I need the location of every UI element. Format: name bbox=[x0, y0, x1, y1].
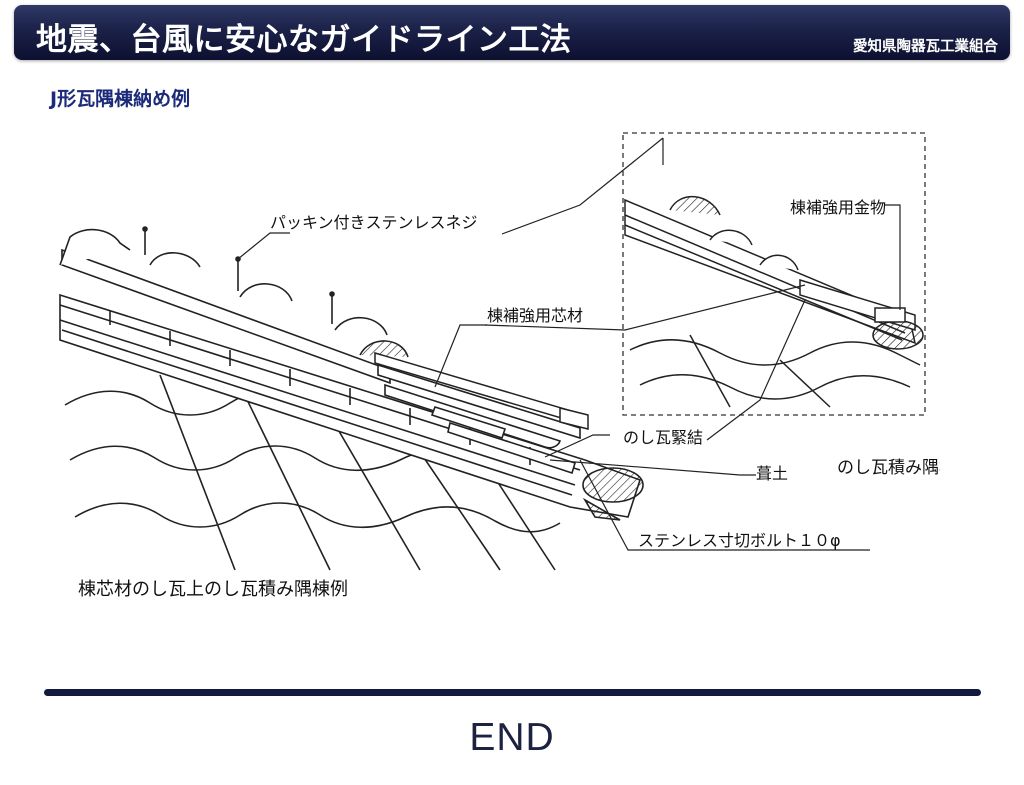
packing-screws bbox=[142, 226, 335, 324]
label-ridge-core: 棟補強用芯材 bbox=[487, 306, 583, 325]
ridge-core-rod bbox=[374, 351, 589, 430]
inset-detail-box bbox=[622, 132, 926, 416]
label-core-example: 棟芯材のし瓦上のし瓦積み隅棟例 bbox=[78, 579, 348, 600]
label-mortar: 葺土 bbox=[756, 464, 788, 483]
label-packing-screw: パッキン付きステンレスネジ bbox=[270, 213, 478, 232]
leader-lines bbox=[237, 137, 901, 551]
end-label: END bbox=[469, 716, 555, 759]
inset-detail-drawing bbox=[624, 195, 924, 408]
label-noshi-example: のし瓦積み隅棟例 bbox=[837, 458, 940, 478]
section-subtitle: J形瓦隅棟納め例 bbox=[50, 88, 191, 110]
organization-name: 愛知県陶器瓦工業組合 bbox=[853, 39, 998, 55]
footer-divider bbox=[44, 689, 981, 696]
roof-ridge-diagram: パッキン付きステンレスネジ 棟補強用芯材 のし瓦緊結 葺土 ステンレス寸切ボルト… bbox=[59, 132, 940, 600]
header-banner: 地震、台風に安心なガイドライン工法 愛知県陶器瓦工業組合 bbox=[14, 5, 1010, 60]
page-title: 地震、台風に安心なガイドライン工法 bbox=[36, 22, 572, 58]
label-metal-fitting: 棟補強用金物 bbox=[790, 198, 886, 217]
main-ridge bbox=[59, 293, 644, 521]
label-noshi-binding: のし瓦緊結 bbox=[623, 428, 703, 447]
ridge-cap-tiles bbox=[59, 228, 581, 475]
label-bolt: ステンレス寸切ボルト１０φ bbox=[638, 531, 841, 550]
